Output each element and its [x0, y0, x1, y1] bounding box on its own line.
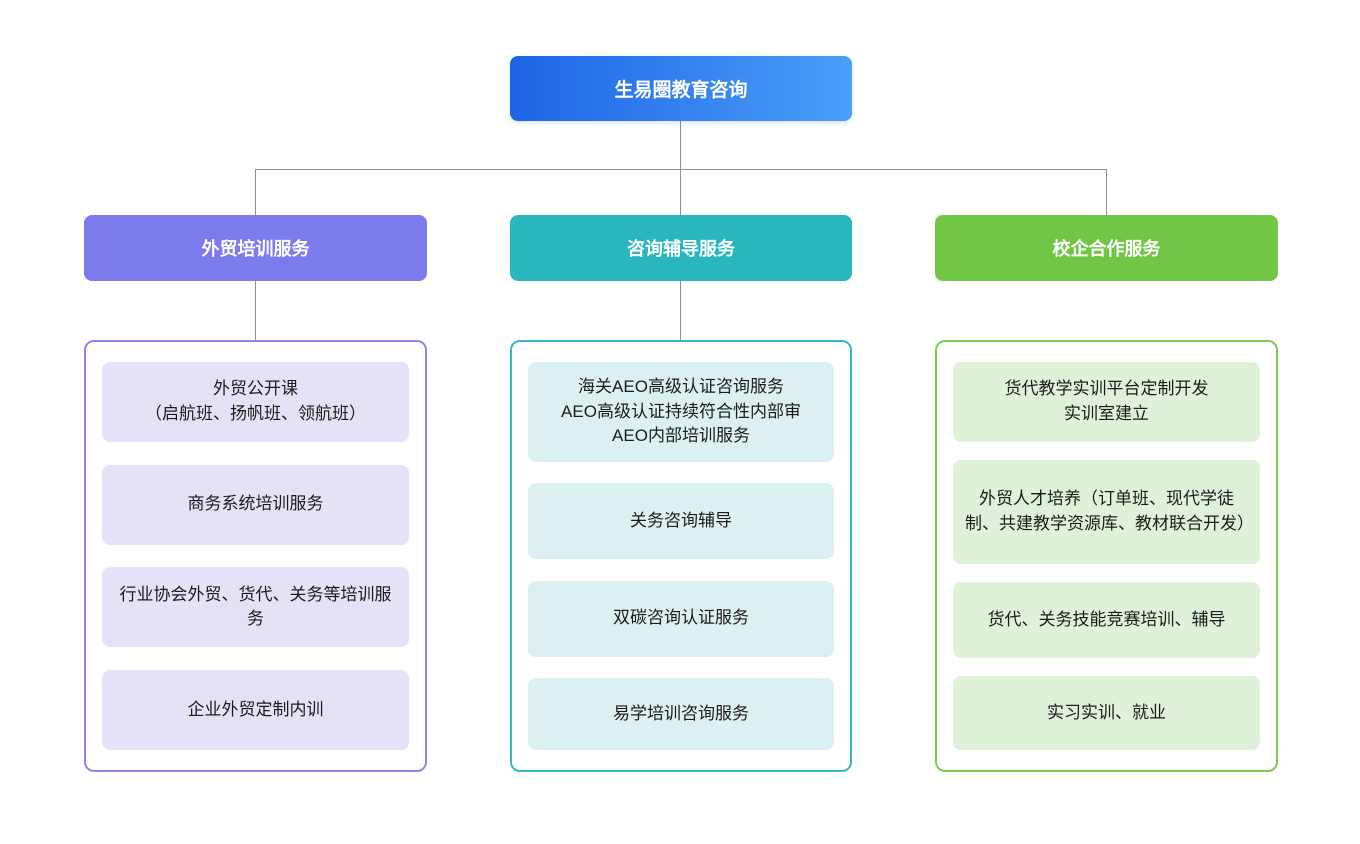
node-item: 海关AEO高级认证咨询服务 AEO高级认证持续符合性内部审 AEO内部培训服务 [528, 362, 834, 462]
branch-header: 校企合作服务 [935, 215, 1278, 281]
node-item: 外贸人才培养（订单班、现代学徒制、共建教学资源库、教材联合开发） [953, 460, 1260, 564]
connector-root-down [680, 121, 681, 169]
node-item: 企业外贸定制内训 [102, 669, 409, 750]
branch-header-label: 校企合作服务 [1052, 239, 1161, 259]
branch-container: 海关AEO高级认证咨询服务 AEO高级认证持续符合性内部审 AEO内部培训服务 … [510, 340, 852, 772]
node-item: 货代、关务技能竞赛培训、辅导 [953, 582, 1260, 658]
branch-header: 咨询辅导服务 [510, 215, 852, 281]
root-node: 生易圈教育咨询 [510, 56, 852, 121]
root-node-label: 生易圈教育咨询 [614, 80, 748, 101]
node-item: 易学培训咨询服务 [528, 677, 834, 750]
connector-drop-right [1106, 169, 1107, 215]
branch-header: 外贸培训服务 [84, 215, 427, 281]
connector-horizontal [255, 169, 1107, 170]
connector-drop-left [255, 169, 256, 215]
branch-foreign-trade-training: 外贸培训服务 外贸公开课 （启航班、扬帆班、领航班） 商务系统培训服务 行业协会… [84, 215, 427, 772]
node-item: 外贸公开课 （启航班、扬帆班、领航班） [102, 362, 409, 442]
node-item: 货代教学实训平台定制开发 实训室建立 [953, 362, 1260, 442]
branch-school-enterprise-cooperation: 校企合作服务 货代教学实训平台定制开发 实训室建立 外贸人才培养（订单班、现代学… [935, 215, 1278, 772]
node-item: 商务系统培训服务 [102, 464, 409, 545]
branch-container: 货代教学实训平台定制开发 实训室建立 外贸人才培养（订单班、现代学徒制、共建教学… [935, 340, 1278, 772]
branch-header-label: 外贸培训服务 [201, 239, 310, 259]
node-item: 关务咨询辅导 [528, 483, 834, 560]
branch-consulting-coaching: 咨询辅导服务 海关AEO高级认证咨询服务 AEO高级认证持续符合性内部审 AEO… [510, 215, 852, 772]
connector-branch1-container [255, 281, 256, 340]
connector-drop-middle [680, 169, 681, 215]
node-item: 行业协会外贸、货代、关务等培训服务 [102, 567, 409, 648]
branch-header-label: 咨询辅导服务 [627, 239, 735, 259]
node-item: 实习实训、就业 [953, 676, 1260, 750]
connector-branch2-container [680, 281, 681, 340]
node-item: 双碳咨询认证服务 [528, 580, 834, 657]
branch-container: 外贸公开课 （启航班、扬帆班、领航班） 商务系统培训服务 行业协会外贸、货代、关… [84, 340, 427, 772]
